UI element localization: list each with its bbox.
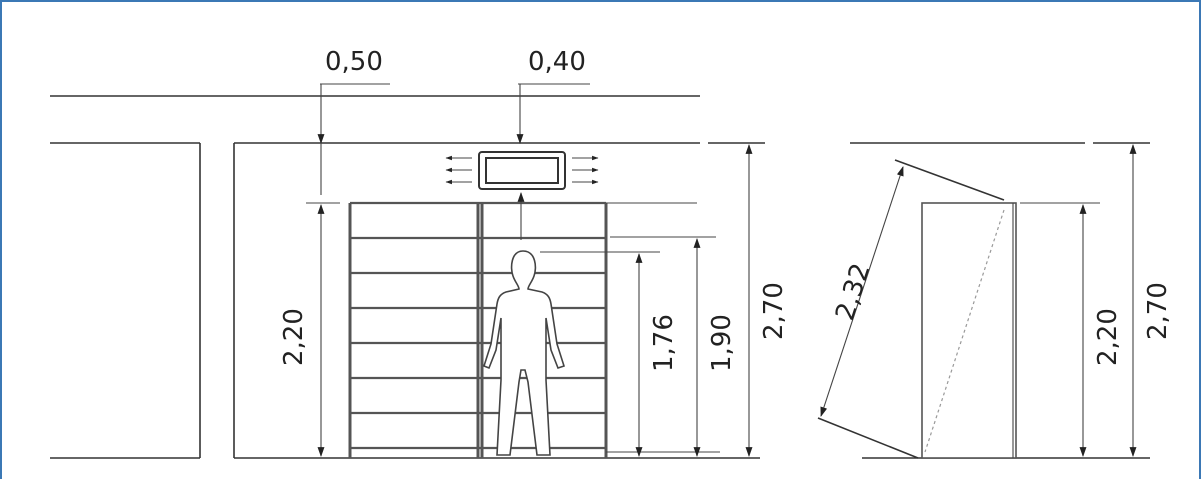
dim-clear-height: 1,90 [693, 238, 737, 457]
ceiling-lines [50, 95, 1150, 144]
label-person-height: 1,76 [649, 314, 679, 372]
label-top-offset-left: 0,50 [325, 47, 383, 77]
tilt-lines [817, 159, 1005, 459]
dim-rack-height: 2,20 [279, 204, 325, 457]
extension-lines [306, 202, 1100, 453]
label-clear-height: 1,90 [707, 314, 737, 372]
dim-top-offset-right: 0,40 [516, 47, 590, 240]
person-silhouette-icon [483, 250, 566, 456]
label-rack-height: 2,20 [279, 308, 309, 366]
label-room-height-front: 2,70 [759, 282, 789, 340]
shelving-rack-side [921, 202, 1017, 459]
label-room-height-side: 2,70 [1143, 282, 1173, 340]
label-rack-height-side: 2,20 [1093, 308, 1123, 366]
dim-top-offset-left: 0,50 [317, 47, 390, 195]
air-vent-icon [445, 151, 599, 190]
shelving-rack-front [348, 201, 608, 458]
walls [199, 143, 235, 458]
dim-person-height: 1,76 [635, 253, 679, 457]
label-diagonal: 2,32 [830, 260, 876, 324]
dim-room-height-front: 2,70 [745, 144, 789, 457]
dim-room-height-side: 2,70 [1129, 144, 1173, 457]
dim-rack-height-side: 2,20 [1079, 204, 1123, 457]
dim-diagonal: 2,32 [820, 166, 904, 417]
label-top-offset-right: 0,40 [528, 47, 586, 77]
